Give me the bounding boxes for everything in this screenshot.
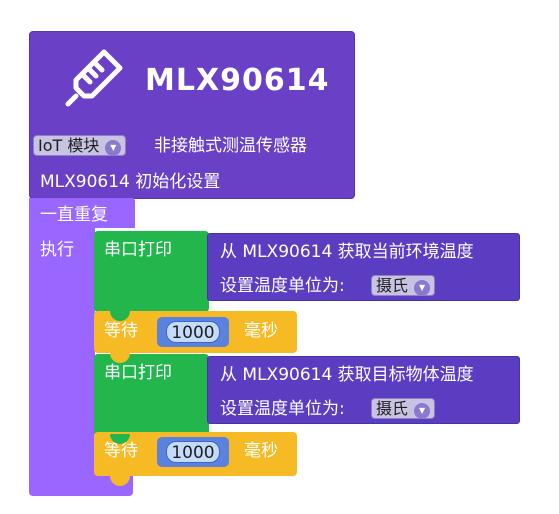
- wait-unit-label: 毫秒: [244, 321, 278, 341]
- block-connector: [110, 434, 130, 444]
- unit-label: 设置温度单位为:: [220, 276, 345, 296]
- wait-label: 等待: [104, 321, 138, 341]
- module-dropdown-value: IoT 模块: [38, 136, 100, 155]
- mlx90614-init-block[interactable]: [29, 31, 355, 199]
- number-block: 1000: [157, 317, 229, 347]
- serial-print-label: 串口打印: [104, 363, 172, 383]
- unit-dropdown[interactable]: 摄氏 ▼: [371, 275, 436, 296]
- get-object-temperature-block[interactable]: [207, 356, 520, 424]
- triangle-down-icon: ▼: [105, 140, 122, 156]
- forever-label: 一直重复: [40, 205, 108, 225]
- get-ambient-temperature-block[interactable]: [207, 233, 520, 301]
- unit-dropdown-value: 摄氏: [376, 276, 409, 295]
- unit-dropdown-value: 摄氏: [376, 399, 409, 418]
- forever-loop-arm: [29, 228, 95, 484]
- triangle-down-icon: ▼: [414, 403, 431, 419]
- unit-label: 设置温度单位为:: [220, 399, 345, 419]
- wait-duration-input[interactable]: 1000: [166, 441, 220, 463]
- do-label: 执行: [40, 240, 74, 260]
- reporter-label: 从 MLX90614 获取目标物体温度: [220, 365, 474, 385]
- reporter-label: 从 MLX90614 获取当前环境温度: [220, 242, 474, 262]
- block-connector: [110, 353, 130, 363]
- serial-print-block[interactable]: [94, 231, 209, 312]
- serial-print-label: 串口打印: [104, 240, 172, 260]
- wait-duration-input[interactable]: 1000: [166, 321, 220, 343]
- unit-dropdown[interactable]: 摄氏 ▼: [371, 398, 436, 419]
- number-block: 1000: [157, 437, 229, 467]
- forever-loop-block[interactable]: [29, 198, 135, 228]
- init-label: MLX90614 初始化设置: [40, 172, 221, 192]
- block-connector: [110, 311, 130, 321]
- thermometer-icon: [65, 49, 123, 107]
- sensor-label: 非接触式测温传感器: [154, 136, 307, 156]
- triangle-down-icon: ▼: [414, 280, 431, 296]
- wait-unit-label: 毫秒: [244, 441, 278, 461]
- module-dropdown[interactable]: IoT 模块 ▼: [33, 135, 127, 156]
- block-connector: [110, 476, 130, 486]
- forever-loop-bottom: [29, 474, 133, 496]
- block-title: MLX90614: [145, 63, 330, 98]
- wait-label: 等待: [104, 441, 138, 461]
- serial-print-block[interactable]: [94, 354, 209, 435]
